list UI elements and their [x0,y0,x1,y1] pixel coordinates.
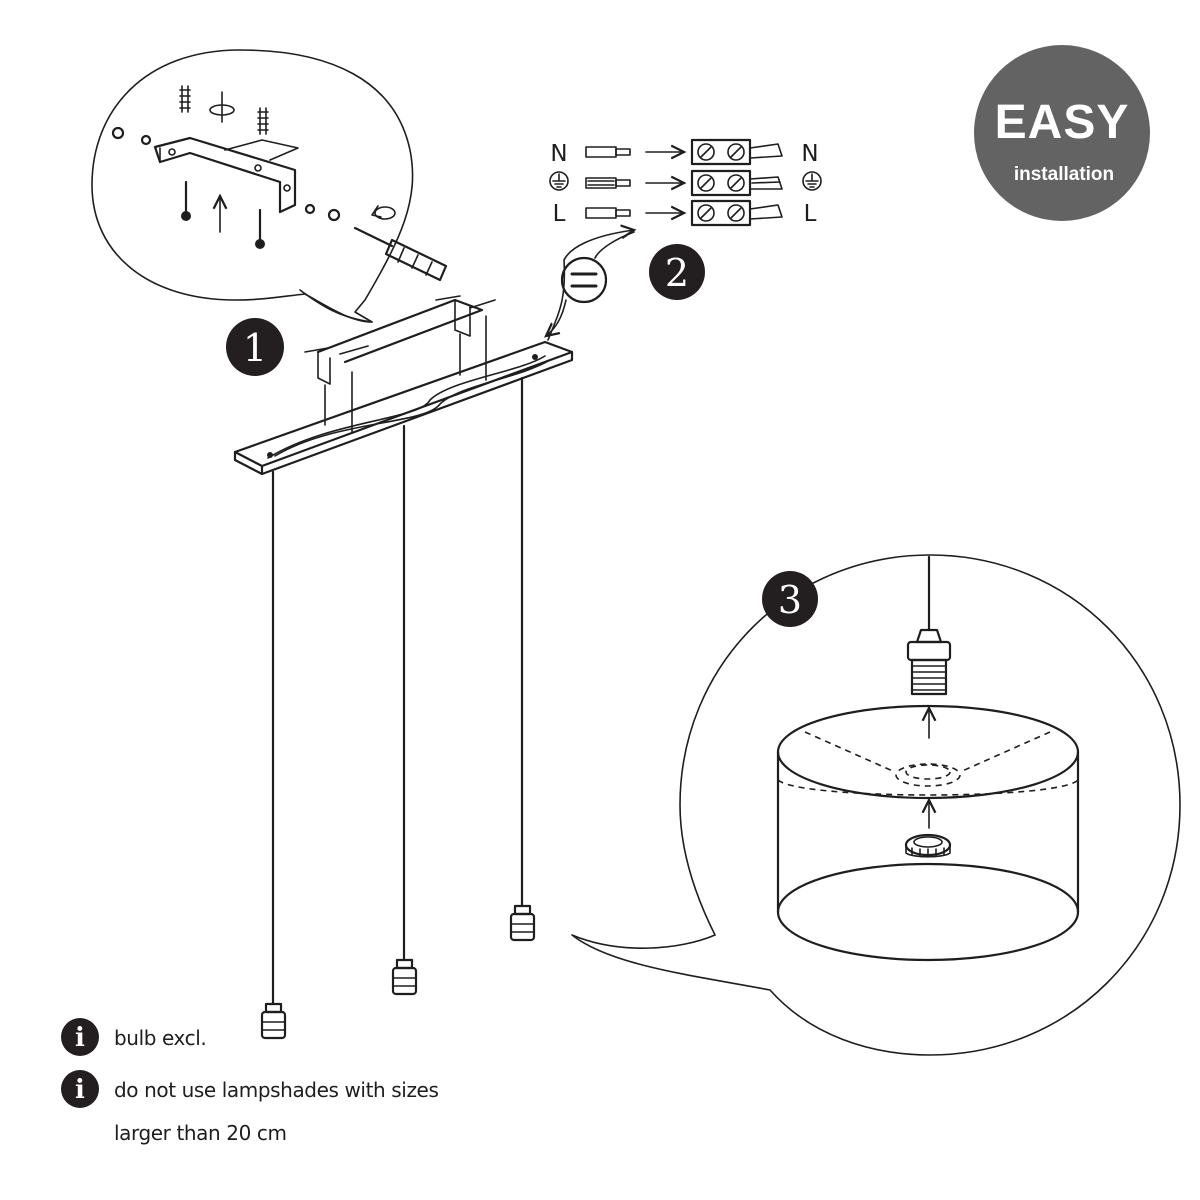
step-2-marker: 2 [649,244,705,300]
wiring-diagram: N N [549,138,822,227]
bubble-3-outline [571,554,1181,1056]
info-icon: i [61,1070,99,1108]
lamp-socket-right [509,904,536,942]
lamp-socket-left [260,1002,287,1040]
lampshade [776,704,1080,962]
note-text: bulb excl. [114,1026,206,1050]
curved-arrow-icon [547,230,634,341]
badge-circle [974,45,1150,221]
pendant-cords [271,376,524,1006]
easy-installation-badge: EASY installation [974,45,1150,221]
wire-label-left: N [550,141,567,167]
screw-icon [181,180,265,249]
wire-label-right: L [804,201,817,227]
step-1-detail-bubble [91,49,414,323]
step-1-number: 1 [243,326,267,370]
wiring-row-live: L L [553,199,817,227]
step-3-detail-bubble: 3 [571,554,1181,1056]
socket-ring-icon [904,833,952,858]
wiring-row-neutral: N N [550,138,819,167]
badge-title: EASY [995,96,1130,149]
ground-icon [549,171,569,191]
note-bulb-excluded: i bulb excl. [61,1018,207,1056]
mounting-bracket [153,136,299,214]
svg-text:i: i [75,1075,85,1105]
step-3-marker: 3 [762,571,818,627]
step-3-number: 3 [778,578,802,622]
svg-text:i: i [75,1023,85,1053]
equals-icon [560,256,608,304]
nut-icon [111,126,341,222]
lamp-socket-icon [906,628,952,696]
step-2-number: 2 [665,251,689,295]
wall-plug-icon [179,85,269,135]
wire-label-right: N [801,141,818,167]
lamp-socket-middle [391,958,418,996]
note-text: do not use lampshades with sizes [114,1078,438,1102]
note-lampshade-size: i do not use lampshades with sizes large… [61,1070,439,1145]
curved-arrow-icon [594,231,635,259]
bubble-1-outline [91,49,414,323]
badge-subtitle: installation [1014,164,1114,185]
step-1-marker: 1 [226,318,284,376]
rotate-icon [209,91,235,123]
ceiling-canopy [233,295,574,476]
wire-label-left: L [553,201,566,227]
wiring-row-ground [549,169,822,197]
bubble-1-pointer [299,289,373,323]
info-icon: i [61,1018,99,1056]
screwdriver-icon [353,205,448,282]
curved-arrow-icon [546,299,567,336]
note-text: larger than 20 cm [114,1121,287,1145]
ground-icon [802,171,822,191]
